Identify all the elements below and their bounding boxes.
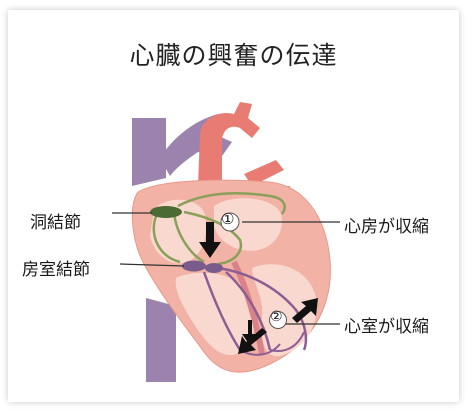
atria-contract-label: 心房が収縮 — [344, 212, 429, 237]
av-node — [182, 261, 206, 272]
step-one-label: ① — [221, 210, 234, 228]
inferior-vena-cava — [146, 298, 176, 382]
sa-node-label: 洞結節 — [30, 208, 81, 233]
superior-vena-cava — [132, 118, 166, 186]
diagram-card: 心臓の興奮の伝達 — [8, 10, 459, 402]
ventricles-contract-label: 心室が収縮 — [344, 312, 429, 337]
heart-illustration — [8, 10, 459, 402]
sa-node — [150, 206, 182, 218]
his-bundle — [205, 263, 223, 273]
av-node-label: 房室結節 — [22, 255, 90, 280]
step-two-label: ② — [270, 309, 283, 325]
